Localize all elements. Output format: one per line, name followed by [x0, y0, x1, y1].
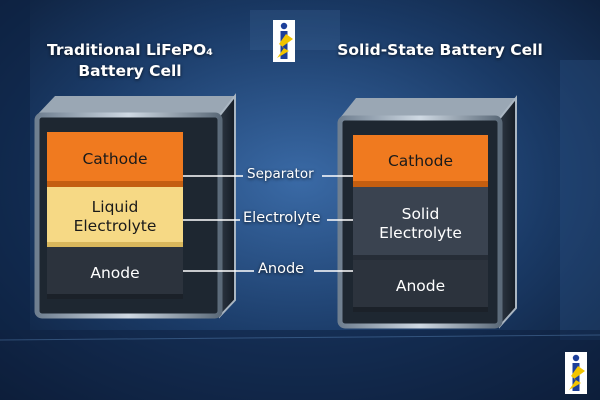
anode-label: Anode — [258, 261, 305, 277]
separator-label: Separator — [247, 166, 314, 182]
right-cell-title: Solid-State Battery Cell — [337, 41, 543, 59]
right-solid-electrolyte-layer: Solid Electrolyte — [353, 187, 488, 260]
left-liquid-electrolyte-layer: Liquid Electrolyte — [47, 187, 183, 247]
right-cathode-layer: Cathode — [353, 135, 488, 187]
logo-icon — [273, 20, 295, 62]
left-anode-layer: Anode — [47, 247, 183, 299]
right-anode-layer: Anode — [353, 260, 488, 312]
logo-icon — [565, 352, 587, 394]
electrolyte-label: Electrolyte — [243, 210, 321, 226]
left-cathode-layer: Cathode — [47, 132, 183, 187]
left-cell-title: Traditional LiFePO₄ Battery Cell — [47, 41, 213, 80]
